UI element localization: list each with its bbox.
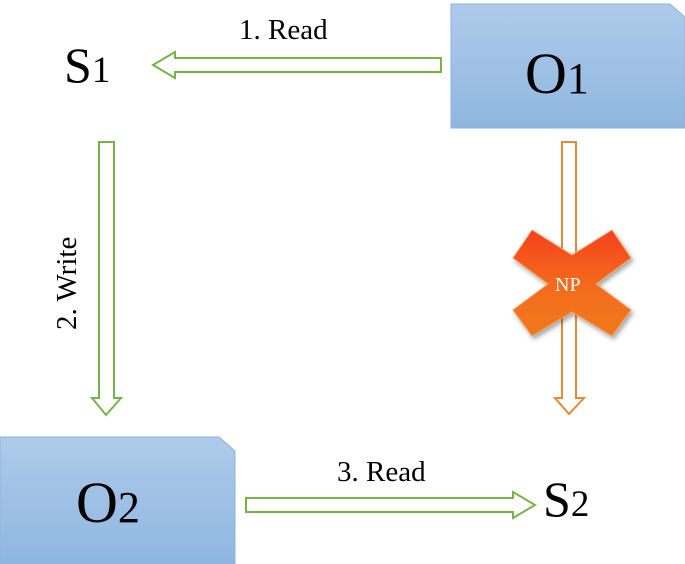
subject-s2-letter: S (543, 471, 571, 527)
write-arrow-2: 2. Write (51, 141, 124, 417)
write-arrow-2-shape (89, 141, 124, 417)
read-arrow-1-shape (151, 50, 442, 80)
object-o1-letter: O (525, 41, 567, 106)
read-arrow-1: 1. Read (151, 14, 442, 80)
subject-s1-subscript: 1 (92, 50, 111, 91)
subject-s1: S1 (64, 37, 110, 93)
object-o1-subscript: 1 (567, 54, 589, 103)
write-label-2: 2. Write (51, 237, 83, 330)
object-o2-letter: O (76, 470, 118, 535)
read-label-3: 3. Read (337, 456, 426, 488)
object-o1: O1 (450, 3, 685, 129)
object-o2-box (0, 436, 236, 564)
read-arrow-3: 3. Read (245, 456, 537, 520)
object-o2-subscript: 2 (118, 483, 140, 532)
object-o2: O2 (0, 436, 236, 564)
read-arrow-3-shape (245, 490, 537, 520)
x-mark-icon (512, 229, 632, 337)
subject-s1-letter: S (64, 37, 92, 93)
svg-text:O2: O2 (76, 470, 140, 535)
object-o1-box (450, 3, 685, 129)
svg-text:O1: O1 (525, 41, 589, 106)
np-label: NP (555, 274, 581, 296)
subject-s2: S2 (543, 471, 589, 527)
read-label-1: 1. Read (239, 14, 328, 46)
subject-s2-subscript: 2 (571, 484, 590, 525)
x-mark-shape (512, 229, 632, 337)
